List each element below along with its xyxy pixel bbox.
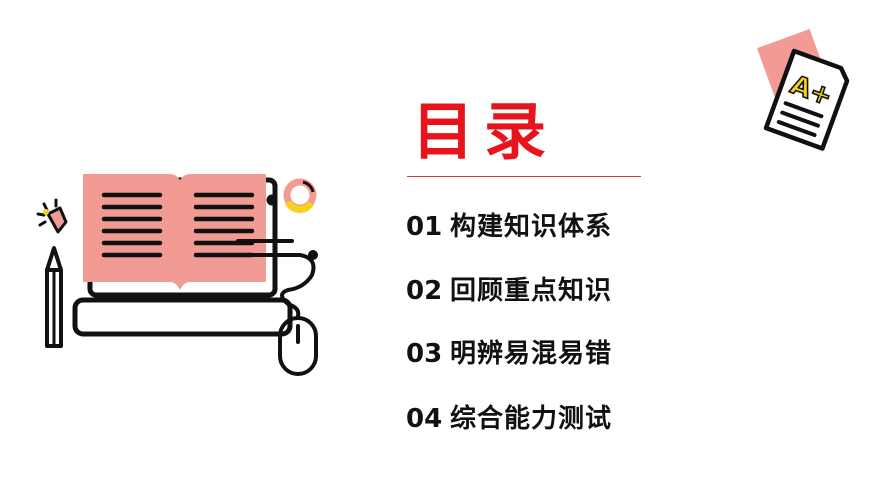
toc-label: 明辨易混易错 bbox=[450, 339, 613, 369]
toc-label: 回顾重点知识 bbox=[450, 276, 613, 306]
page-title: 目录 bbox=[412, 95, 557, 168]
pencil-icon bbox=[45, 246, 63, 348]
grade-paper-icon: A+ bbox=[756, 29, 850, 151]
toc-number: 04 bbox=[406, 404, 443, 434]
toc-number: 02 bbox=[406, 276, 443, 306]
toc-number: 01 bbox=[406, 212, 443, 242]
toc-item-2[interactable]: 02 回顾重点知识 bbox=[406, 270, 612, 307]
toc-label: 构建知识体系 bbox=[450, 212, 613, 242]
toc-item-3[interactable]: 03 明辨易混易错 bbox=[406, 333, 612, 370]
mouse-cable bbox=[236, 194, 318, 318]
toc-label: 综合能力测试 bbox=[450, 404, 613, 434]
mouse-icon bbox=[278, 316, 318, 376]
toc-number: 03 bbox=[406, 339, 443, 369]
toc-item-1[interactable]: 01 构建知识体系 bbox=[406, 206, 612, 243]
open-book-icon bbox=[83, 174, 266, 290]
toc-item-4[interactable]: 04 综合能力测试 bbox=[406, 398, 612, 435]
title-divider bbox=[407, 176, 641, 177]
light-spark-icon bbox=[36, 198, 68, 234]
donut-chart-icon bbox=[283, 178, 317, 213]
